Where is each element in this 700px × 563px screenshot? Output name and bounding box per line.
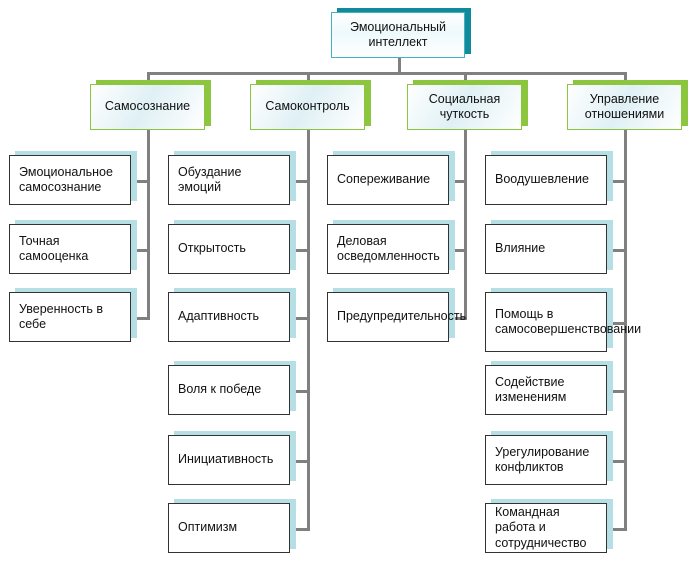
node-leaf[interactable]: Помощь в самосовершенствовании [485,288,641,352]
node-face: Точная самооценка [9,224,131,274]
node-face: Эмоциональное самосознание [9,155,131,205]
node-leaf[interactable]: Влияние [485,220,613,274]
connector-leaf-stub [607,322,627,325]
connector-branch-drop-3 [464,72,467,86]
node-label: Социальная чуткость [428,91,501,121]
node-label: Воля к победе [178,382,262,397]
connector-leaf-stub [290,390,310,393]
node-face: Командная работа и сотрудничество [485,503,607,553]
node-leaf[interactable]: Воля к победе [168,361,296,415]
node-face: Самосознание [90,84,205,130]
node-label: Уверенность в себе [19,301,103,331]
connector-leaf-stub [131,317,150,320]
node-face: Открытость [168,224,290,274]
node-leaf[interactable]: Оптимизм [168,499,296,553]
connector-trunk-1 [147,130,150,317]
node-face: Социальная чуткость [407,84,522,130]
node-label: Предупредительность [337,309,467,324]
connector-trunk-3 [464,130,467,317]
node-leaf[interactable]: Инициативность [168,431,296,485]
connector-root-drop [398,58,401,74]
node-label: Самосознание [104,99,191,114]
node-label: Эмоциональный интеллект [349,19,446,49]
node-label: Самоконтроль [265,99,350,114]
connector-leaf-stub [290,180,310,183]
node-face: Адаптивность [168,292,290,342]
node-label: Оптимизм [178,520,238,535]
node-leaf[interactable]: Адаптивность [168,288,296,342]
node-face: Оптимизм [168,503,290,553]
node-label: Сопереживание [337,172,431,187]
connector-leaf-stub [290,528,310,531]
node-leaf[interactable]: Эмоциональное самосознание [9,151,137,205]
node-label: Урегулирование конфликтов [495,444,590,474]
node-face: Воля к победе [168,365,290,415]
node-face: Обуздание эмоций [168,155,290,205]
node-label: Эмоциональное самосознание [19,164,113,194]
node-leaf[interactable]: Воодушевление [485,151,613,205]
node-root[interactable]: Эмоциональный интеллект [331,8,471,58]
connector-leaf-stub [607,180,627,183]
node-face: Помощь в самосовершенствовании [485,292,641,352]
node-face: Урегулирование конфликтов [485,435,607,485]
connector-leaf-stub [290,249,310,252]
node-face: Деловая осведомленность [327,224,449,274]
connector-leaf-stub [449,249,467,252]
connector-leaf-stub [607,460,627,463]
node-label: Точная самооценка [19,233,89,263]
node-face: Содействие изменениям [485,365,607,415]
node-face: Сопереживание [327,155,449,205]
node-label: Инициативность [178,452,274,467]
connector-leaf-stub [131,180,150,183]
node-leaf[interactable]: Содействие изменениям [485,361,613,415]
connector-branch-drop-1 [147,72,150,86]
node-label: Обуздание эмоций [178,164,242,194]
node-leaf[interactable]: Уверенность в себе [9,288,137,342]
connector-leaf-stub [607,528,627,531]
node-face: Воодушевление [485,155,607,205]
connector-leaf-stub [449,180,467,183]
node-face: Инициативность [168,435,290,485]
connector-trunk-4 [624,130,627,529]
connector-leaf-stub [607,390,627,393]
node-leaf[interactable]: Деловая осведомленность [327,220,455,274]
node-face: Уверенность в себе [9,292,131,342]
node-leaf[interactable]: Обуздание эмоций [168,151,296,205]
connector-leaf-stub [290,317,310,320]
node-leaf[interactable]: Урегулирование конфликтов [485,431,613,485]
node-label: Влияние [495,241,546,256]
node-leaf[interactable]: Предупредительность [327,288,466,342]
node-branch-upravlenie-otnosheniyami[interactable]: Управление отношениями [567,80,688,130]
node-branch-socialnaya-chutkost[interactable]: Социальная чуткость [407,80,528,130]
node-leaf[interactable]: Открытость [168,220,296,274]
node-label: Открытость [178,241,246,256]
node-face: Управление отношениями [567,84,682,130]
connector-trunk-2 [307,130,310,529]
node-face: Влияние [485,224,607,274]
node-label: Деловая осведомленность [337,233,440,263]
node-branch-samosoznanie[interactable]: Самосознание [90,80,211,130]
node-leaf[interactable]: Точная самооценка [9,220,137,274]
node-face: Предупредительность [327,292,466,342]
node-label: Управление отношениями [584,91,665,121]
node-label: Командная работа и сотрудничество [495,505,587,550]
node-face: Эмоциональный интеллект [331,12,465,58]
connector-leaf-stub [607,249,627,252]
node-label: Помощь в самосовершенствовании [495,306,642,336]
connector-leaf-stub [290,460,310,463]
node-label: Воодушевление [495,172,589,187]
node-leaf[interactable]: Сопереживание [327,151,455,205]
node-label: Адаптивность [178,309,260,324]
connector-branch-drop-2 [307,72,310,86]
connector-leaf-stub [131,249,150,252]
connector-branch-drop-4 [624,72,627,86]
connector-main-bus [147,72,627,75]
node-face: Самоконтроль [250,84,365,130]
node-leaf[interactable]: Командная работа и сотрудничество [485,499,613,553]
node-branch-samokontrol[interactable]: Самоконтроль [250,80,371,130]
node-label: Содействие изменениям [495,374,567,404]
connector-leaf-stub [449,317,467,320]
